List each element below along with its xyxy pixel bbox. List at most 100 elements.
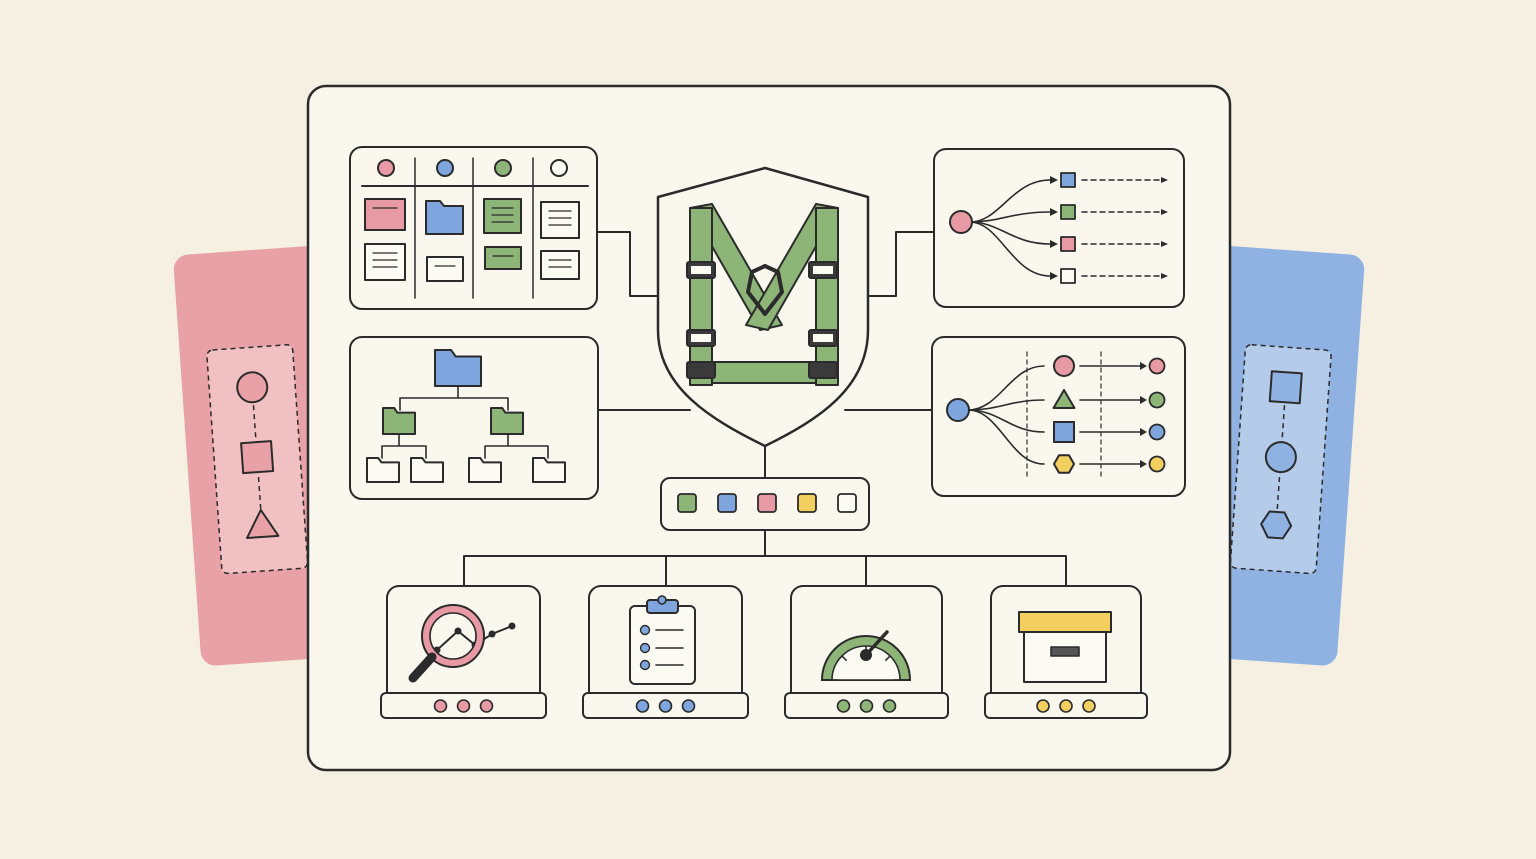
module-2 [582, 585, 749, 719]
clipboard-board [629, 605, 696, 685]
folder-tree-panel [349, 336, 599, 500]
arrow-head [1140, 460, 1147, 468]
module-1 [380, 585, 547, 719]
branch-curve [969, 179, 1051, 223]
branching-workflow-icon [949, 172, 1168, 284]
arrow-head [1050, 208, 1058, 216]
connector-lines [463, 231, 1067, 586]
kanban-card [540, 201, 580, 239]
module-indicator-dot [635, 699, 650, 713]
gauge-hub [860, 649, 872, 661]
module-3 [784, 585, 949, 719]
clipboard-checklist-icon [629, 595, 696, 685]
harness-d-ring [746, 264, 784, 316]
sub-folder [490, 407, 524, 435]
branch-output [1060, 236, 1076, 252]
archive-box-handle [1050, 646, 1080, 657]
circle-shape [236, 371, 269, 404]
gauge-tick [841, 655, 848, 662]
module-indicator-dot [433, 699, 448, 713]
square-shape [240, 440, 275, 475]
branch-curve [969, 221, 1051, 277]
branch-output [1060, 172, 1076, 188]
buckle-slot [691, 266, 711, 274]
trend-point [508, 622, 516, 630]
branch-bottom-panel [931, 336, 1186, 497]
dashed-connector [1275, 387, 1287, 526]
buckle-slot [813, 334, 833, 342]
branch-curve [967, 365, 1045, 411]
module-indicator-dot [456, 699, 471, 713]
module-indicator-dot [859, 699, 874, 713]
leaf-folder [410, 457, 444, 483]
branch-curve [967, 409, 1045, 465]
palette-swatch [837, 493, 857, 513]
palette-swatch [797, 493, 817, 513]
magnifier-rim [421, 604, 485, 668]
arrow-head [1161, 209, 1168, 215]
branch-output [1060, 268, 1076, 284]
safety-harness-shield-icon [656, 166, 870, 448]
branch-output [1060, 204, 1076, 220]
harness-side-left [689, 207, 713, 386]
module-indicator-dot [1082, 699, 1096, 713]
dashed-connector [251, 387, 263, 526]
kanban-panel [349, 146, 598, 310]
branch-curve [967, 399, 1045, 411]
arrow-head [1140, 428, 1147, 436]
tree-lines [399, 385, 509, 411]
gauge-face [831, 645, 901, 681]
connector-kanban [597, 231, 663, 297]
kanban-card [540, 250, 580, 280]
leaf-folder [532, 457, 566, 483]
folder-tree-icon [366, 349, 566, 483]
root-folder [434, 349, 482, 387]
harness-side-right [815, 207, 839, 386]
archive-box-lid [1018, 611, 1112, 633]
triangle-shape [245, 508, 280, 540]
leaf-folder [366, 457, 400, 483]
arrow-head [1050, 240, 1058, 248]
magnifier-ring [422, 605, 484, 667]
module-indicator-dot [836, 699, 851, 713]
harness-buckle [808, 361, 838, 379]
module-indicator-dot [1036, 699, 1050, 713]
leaf-folder [468, 457, 502, 483]
kanban-folder [425, 200, 464, 235]
branch-source [949, 210, 973, 234]
arrow-head [1161, 273, 1168, 279]
sub-folder [382, 407, 416, 435]
clipboard-clip-ring [657, 595, 667, 605]
arrow-head [1140, 396, 1147, 404]
shape-routing-workflow-icon [946, 351, 1166, 481]
arrow-head [1161, 241, 1168, 247]
branch-curve [969, 211, 1051, 223]
branch-curve [969, 221, 1051, 245]
kanban-column-dot [436, 159, 454, 177]
magnifier-chart-icon [408, 604, 516, 683]
kanban-card [484, 246, 522, 270]
module-indicator-dot [882, 699, 897, 713]
color-palette-icon [660, 477, 870, 531]
hexagon-shape [1260, 510, 1293, 540]
palette-swatch [677, 493, 697, 513]
kanban-card [364, 243, 406, 281]
routed-triangle [1052, 389, 1076, 409]
arrow-head [1161, 177, 1168, 183]
kanban-board-icon [361, 157, 589, 299]
kanban-column-dot [377, 159, 395, 177]
kanban-card [426, 256, 464, 282]
magnifier-rim-inner [429, 612, 477, 660]
module-indicator-dot [681, 699, 696, 713]
route-target-dot [1148, 455, 1166, 473]
branch-source [946, 398, 970, 422]
routed-hexagon [1053, 454, 1075, 474]
kanban-card [483, 198, 522, 234]
routed-circle [1053, 355, 1075, 377]
gauge-tick [884, 655, 891, 662]
module-indicator-dot [658, 699, 673, 713]
module-indicator-dot [1059, 699, 1073, 713]
harness-buckle [686, 361, 716, 379]
